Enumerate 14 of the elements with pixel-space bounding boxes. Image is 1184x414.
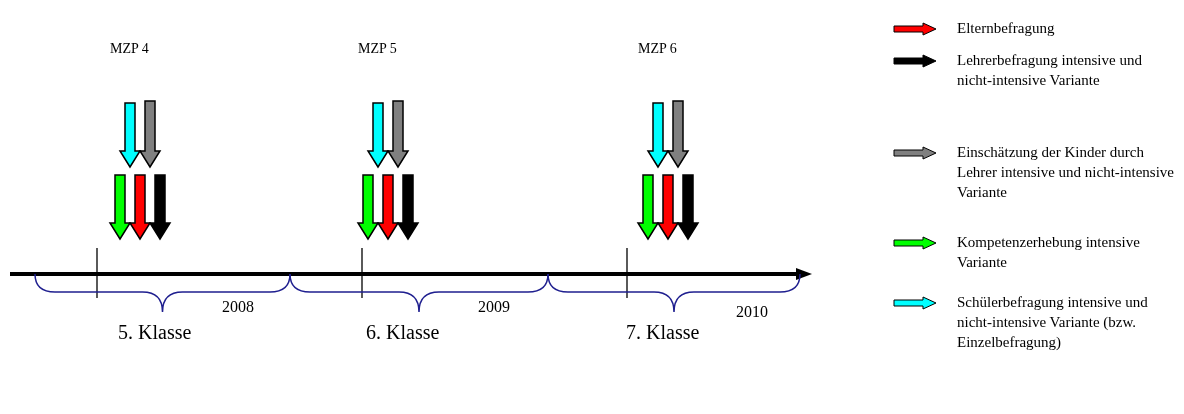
legend-text: Lehrerbefragung intensive und nicht-intensive Variante — [957, 51, 1143, 90]
mzp-label: MZP 4 — [110, 40, 149, 58]
mzp-label: MZP 6 — [638, 40, 677, 58]
year-label: 2009 — [478, 297, 510, 317]
legend-text: Schülerbefragung intensive und nicht-intensive Variante (bzw. Einzelbefragung) — [957, 293, 1149, 352]
year-label: 2010 — [736, 302, 768, 322]
legend-text: Einschätzung der Kinder durch Lehrer intensive und nicht-intensive Variante — [957, 143, 1176, 202]
year-label: 2008 — [222, 297, 254, 317]
legend-text: Kompetenzerhebung intensive Variante — [957, 233, 1141, 272]
mzp-label: MZP 5 — [358, 40, 397, 58]
class-label: 6. Klasse — [366, 320, 440, 345]
legend-text: Elternbefragung — [957, 19, 1056, 38]
class-label: 7. Klasse — [626, 320, 700, 345]
class-label: 5. Klasse — [118, 320, 192, 345]
